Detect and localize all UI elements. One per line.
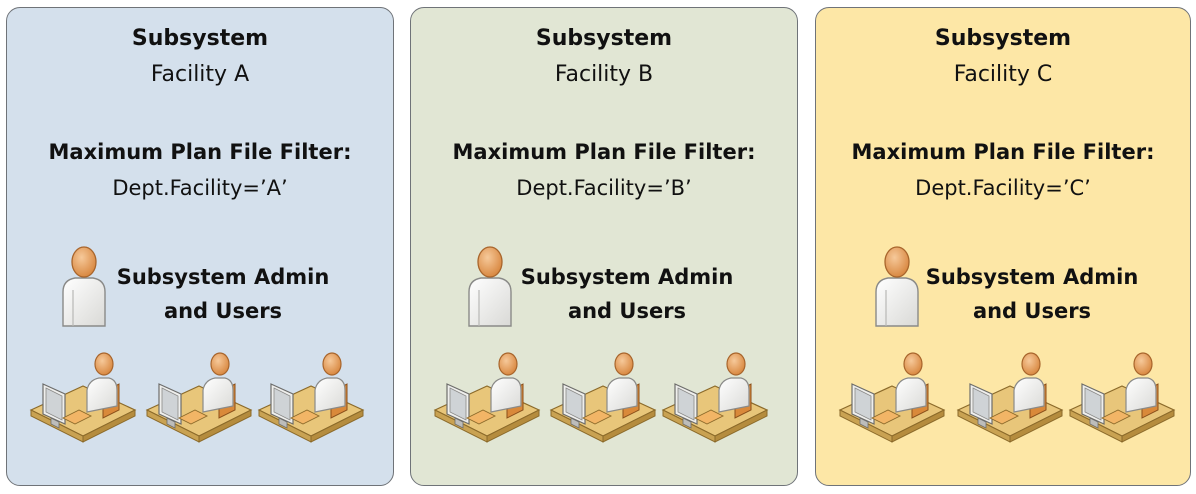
admin-label-line1: Subsystem Admin [520, 265, 734, 289]
filter-label: Maximum Plan File Filter: [452, 140, 756, 164]
admin-label-line1: Subsystem Admin [116, 265, 330, 289]
filter-expression: Dept.Facility=’A’ [112, 176, 288, 200]
workstation-user-icon [956, 348, 1064, 444]
workstation-user-icon [1068, 348, 1176, 444]
workstation-user-icon [433, 348, 541, 444]
admin-users-label: Subsystem Admin and Users [902, 260, 1162, 328]
admin-label-line2: and Users [567, 299, 687, 323]
workstation-user-icon [661, 348, 769, 444]
admin-label-line1: Subsystem Admin [925, 265, 1139, 289]
filter-expression: Dept.Facility=’C’ [915, 176, 1091, 200]
admin-label-line2: and Users [972, 299, 1092, 323]
facility-name: Facility C [953, 62, 1053, 87]
facility-name: Facility B [554, 62, 654, 87]
panel-title: Subsystem [934, 26, 1072, 51]
workstation-user-icon [838, 348, 946, 444]
filter-label: Maximum Plan File Filter: [851, 140, 1155, 164]
panel-title: Subsystem [535, 26, 673, 51]
workstation-user-icon [145, 348, 253, 444]
filter-label: Maximum Plan File Filter: [48, 140, 352, 164]
facility-name: Facility A [150, 62, 250, 87]
filter-expression: Dept.Facility=’B’ [516, 176, 692, 200]
subsystem-panel-facility-a: Subsystem Facility A Maximum Plan File F… [6, 7, 394, 486]
panel-title: Subsystem [131, 26, 269, 51]
admin-users-label: Subsystem Admin and Users [93, 260, 353, 328]
admin-label-line2: and Users [163, 299, 283, 323]
workstation-user-icon [29, 348, 137, 444]
workstation-user-icon [549, 348, 657, 444]
admin-users-label: Subsystem Admin and Users [497, 260, 757, 328]
subsystem-panel-facility-c: Subsystem Facility C Maximum Plan File F… [815, 7, 1191, 486]
workstation-user-icon [257, 348, 365, 444]
subsystem-panel-facility-b: Subsystem Facility B Maximum Plan File F… [410, 7, 798, 486]
